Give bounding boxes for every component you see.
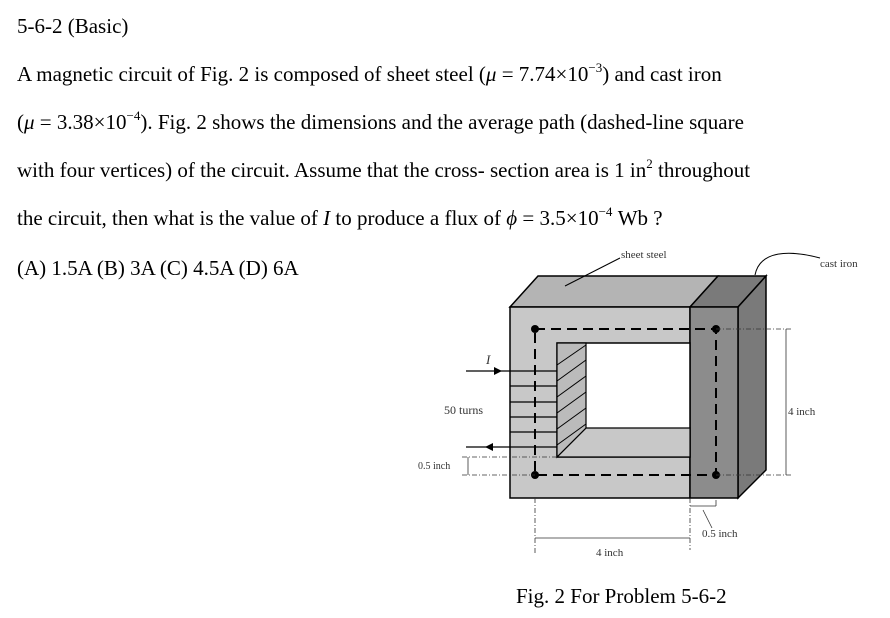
problem-line-2: (μ = 3.38×10−4). Fig. 2 shows the dimens…	[17, 108, 744, 134]
steel-top-face	[508, 275, 720, 308]
answer-choices: (A) 1.5A (B) 3A (C) 4.5A (D) 6A	[17, 256, 299, 280]
label-turns: 50 turns	[444, 403, 483, 417]
current-out-arrow-icon	[485, 443, 493, 451]
current-in-arrow-icon	[494, 367, 502, 375]
coil-turns	[466, 370, 557, 448]
label-four-inch-bottom: 4 inch	[596, 547, 624, 559]
cast-iron-leader	[754, 252, 821, 276]
iron-side-face	[737, 274, 767, 500]
problem-heading: 5-6-2 (Basic)	[17, 14, 129, 38]
problem-line-1: A magnetic circuit of Fig. 2 is composed…	[17, 60, 722, 86]
problem-line-4: the circuit, then what is the value of I…	[17, 204, 663, 230]
problem-line-3: with four vertices) of the circuit. Assu…	[17, 156, 751, 182]
label-half-inch-left: 0.5 inch	[418, 461, 450, 472]
label-cast-iron: cast iron	[820, 258, 858, 270]
figure-caption: Fig. 2 For Problem 5-6-2	[516, 584, 727, 608]
label-sheet-steel: sheet steel	[621, 249, 667, 261]
mean-path	[534, 328, 717, 476]
label-four-inch-right: 4 inch	[788, 406, 816, 418]
winding-hatch	[556, 342, 587, 459]
iron-front-face	[689, 306, 739, 499]
label-current: I	[485, 352, 491, 367]
label-half-inch-bottom: 0.5 inch	[702, 528, 738, 540]
sheet-steel-leader	[564, 257, 621, 287]
